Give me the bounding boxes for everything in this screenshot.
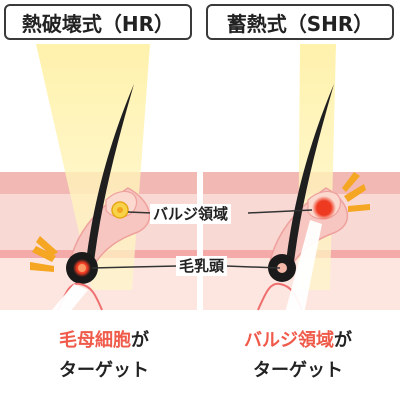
papilla-leader-left — [91, 265, 179, 269]
shr-hair-shaft — [286, 84, 334, 262]
bulge-leader-left — [127, 211, 153, 214]
shr-heat-rays — [342, 172, 370, 212]
bulge-leader-right — [247, 209, 313, 214]
shr-title: 蓄熱式（SHR） — [206, 4, 394, 40]
shr-target-caption: バルジ領域が ターゲット — [208, 320, 388, 396]
shr-target-line2: ターゲット — [253, 360, 343, 381]
shr-target-highlight: バルジ領域 — [244, 330, 334, 351]
hr-target-highlight: 毛母細胞 — [59, 330, 131, 351]
bulge-region-label: バルジ領域 — [150, 204, 232, 224]
shr-target-suffix: が — [334, 330, 352, 351]
hr-target-caption: 毛母細胞が ターゲット — [14, 320, 194, 396]
dermal-papilla-label: 毛乳頭 — [176, 256, 228, 276]
hr-target-line2: ターゲット — [59, 360, 149, 381]
shr-target-pointer — [282, 220, 322, 324]
hr-target-suffix: が — [131, 330, 149, 351]
hr-target-pointer — [40, 284, 88, 324]
hr-title: 熱破壊式（HR） — [4, 4, 192, 40]
papilla-leader-right — [225, 265, 281, 269]
hr-heat-rays — [30, 236, 58, 272]
hr-hair-shaft — [86, 84, 134, 262]
